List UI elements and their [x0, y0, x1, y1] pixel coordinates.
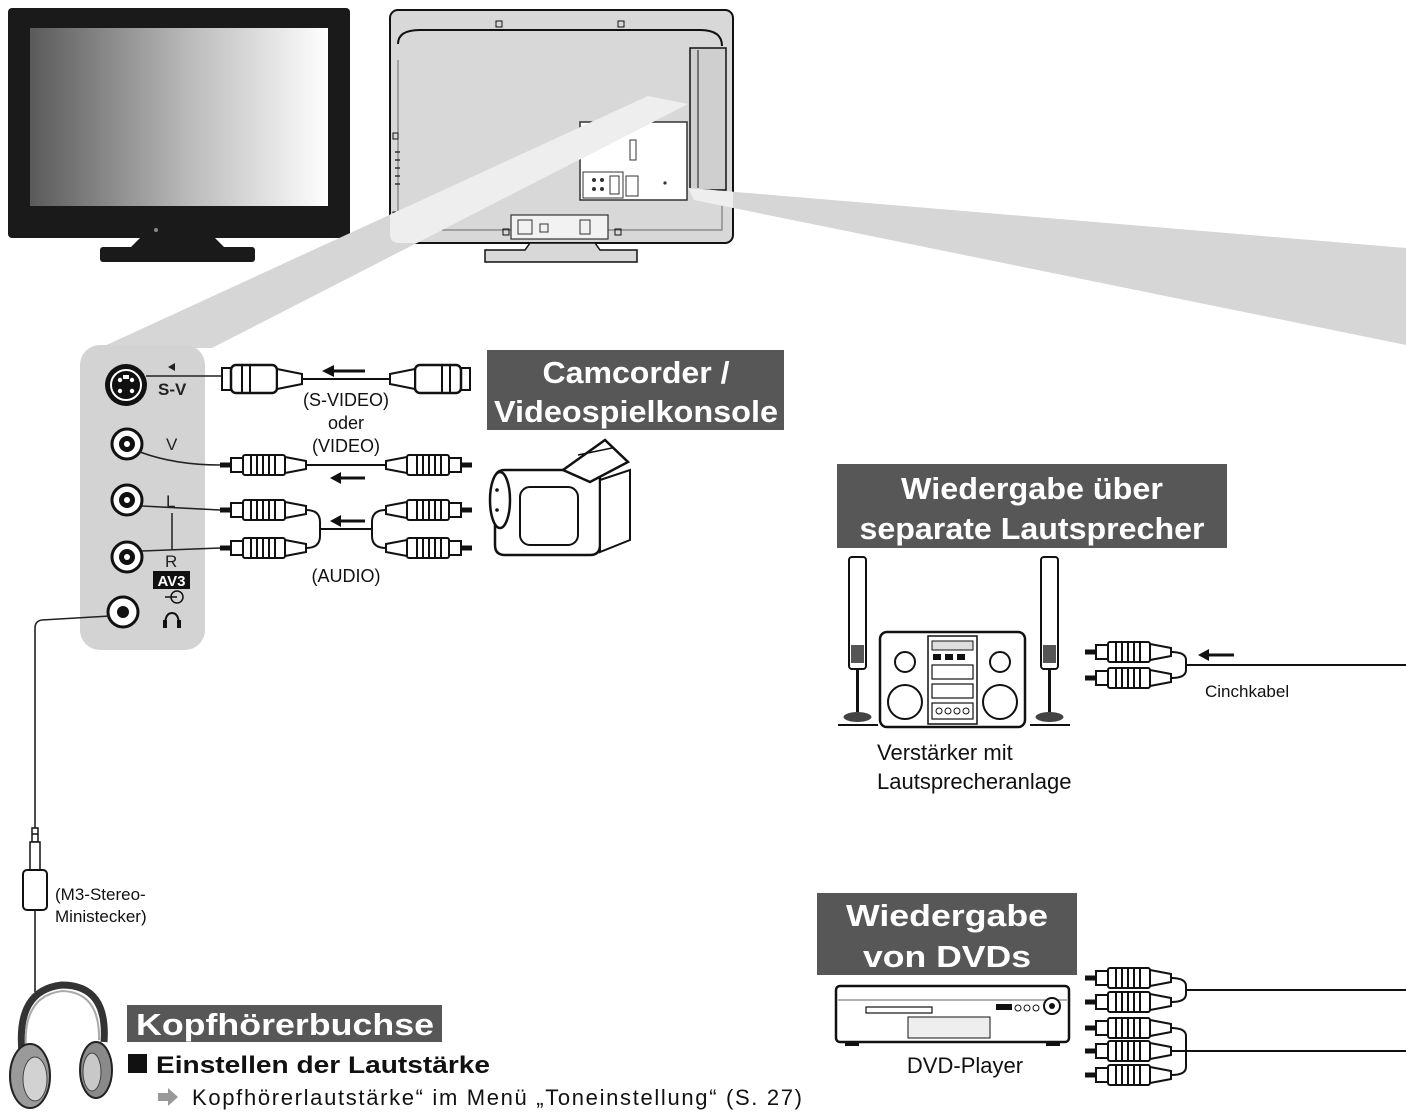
video-cable-label: (VIDEO) [312, 436, 380, 456]
rca-plug-icon [385, 499, 473, 521]
audio-cable [141, 499, 473, 559]
s-video-cable-label: (S-VIDEO) [303, 390, 389, 410]
rca-plug-icon [1084, 1064, 1172, 1086]
rca-plug-icon [1084, 1040, 1172, 1062]
mini-plug-label-line2: Ministecker) [55, 907, 147, 926]
arrow-left-icon [1198, 649, 1234, 661]
tv-back-icon [389, 9, 734, 263]
rca-plug-icon [1084, 641, 1172, 663]
amplifier-caption-line1: Verstärker mit [877, 740, 1013, 765]
video-jack-icon [110, 427, 144, 461]
side-input-panel: S-V V L R AV3 [80, 345, 205, 650]
volume-heading: Einstellen der Lautstärke [156, 1052, 490, 1079]
volume-instruction: Kopfhörerlautstärke“ im Menü „Toneinstel… [192, 1085, 802, 1110]
audio-left-label: L [166, 492, 175, 511]
arrow-left-icon [330, 472, 365, 484]
rca-plug-icon [385, 537, 473, 559]
dvd-player-icon [834, 984, 1071, 1046]
or-label: oder [328, 413, 364, 433]
speaker-icon [1030, 556, 1070, 726]
video-label: V [166, 435, 178, 454]
video-cable [139, 451, 473, 484]
audio-cable-label: (AUDIO) [312, 566, 381, 586]
camcorder-title-line2: Videospielkonsole [494, 394, 778, 429]
camcorder-icon [488, 438, 631, 557]
camcorder-title-box [487, 350, 784, 430]
audio-right-jack-icon [110, 540, 144, 574]
camcorder-title-line1: Camcorder / [543, 355, 730, 390]
zoom-beam-right [688, 188, 1406, 345]
dvd-title-line2: von DVDs [863, 939, 1031, 974]
headphone-symbol-icon [163, 611, 181, 628]
rca-plug-icon [219, 454, 307, 476]
cinch-cable [1084, 641, 1406, 689]
headphone-cable [22, 615, 111, 992]
rca-plug-icon [1084, 991, 1172, 1013]
audio-right-label: R [165, 552, 177, 571]
s-video-jack-icon [105, 364, 147, 406]
speaker-icon [838, 556, 878, 726]
square-bullet-icon [128, 1054, 147, 1073]
av3-label: AV3 [157, 573, 185, 590]
headphones-icon [9, 981, 113, 1109]
cinch-cable-label: Cinchkabel [1205, 682, 1289, 701]
rca-plug-icon [219, 499, 307, 521]
s-video-plug-icon [388, 363, 472, 395]
arrow-left-icon [330, 515, 365, 527]
dvd-player-caption: DVD-Player [907, 1053, 1023, 1078]
tv-front-icon [8, 8, 350, 262]
output-triangle-icon [168, 363, 175, 371]
headphone-title: Kopfhörerbuchse [136, 1007, 434, 1042]
rca-plug-icon [219, 537, 307, 559]
dvd-cables [1084, 967, 1406, 1086]
arrow-left-icon [322, 365, 365, 377]
arrow-right-icon [158, 1088, 178, 1106]
rca-plug-icon [1084, 967, 1172, 989]
amplifier-icon [878, 630, 1027, 729]
speakers-title-line1: Wiedergabe über [901, 471, 1163, 506]
mini-plug-label-line1: (M3-Stereo- [55, 885, 146, 904]
dvd-title-line1: Wiedergabe [846, 898, 1048, 933]
headphone-title-box [127, 1005, 442, 1042]
speakers-title-box [837, 464, 1227, 548]
s-video-plug-icon [220, 363, 304, 395]
speakers-title-line2: separate Lautsprecher [860, 511, 1205, 546]
rca-plug-icon [1084, 667, 1172, 689]
audio-left-jack-icon [110, 483, 144, 517]
amplifier-caption-line2: Lautsprecheranlage [877, 769, 1071, 794]
mini-plug-icon [22, 827, 48, 911]
s-video-cable [146, 363, 472, 395]
zoom-beam-left [100, 96, 688, 348]
input-arrow-icon [165, 590, 184, 604]
dvd-title-box [817, 893, 1077, 975]
av3-badge [153, 571, 190, 589]
headphone-jack-icon [106, 595, 140, 629]
rca-plug-icon [385, 454, 473, 476]
rca-plug-icon [1084, 1017, 1172, 1039]
s-video-label: S-V [158, 380, 187, 399]
